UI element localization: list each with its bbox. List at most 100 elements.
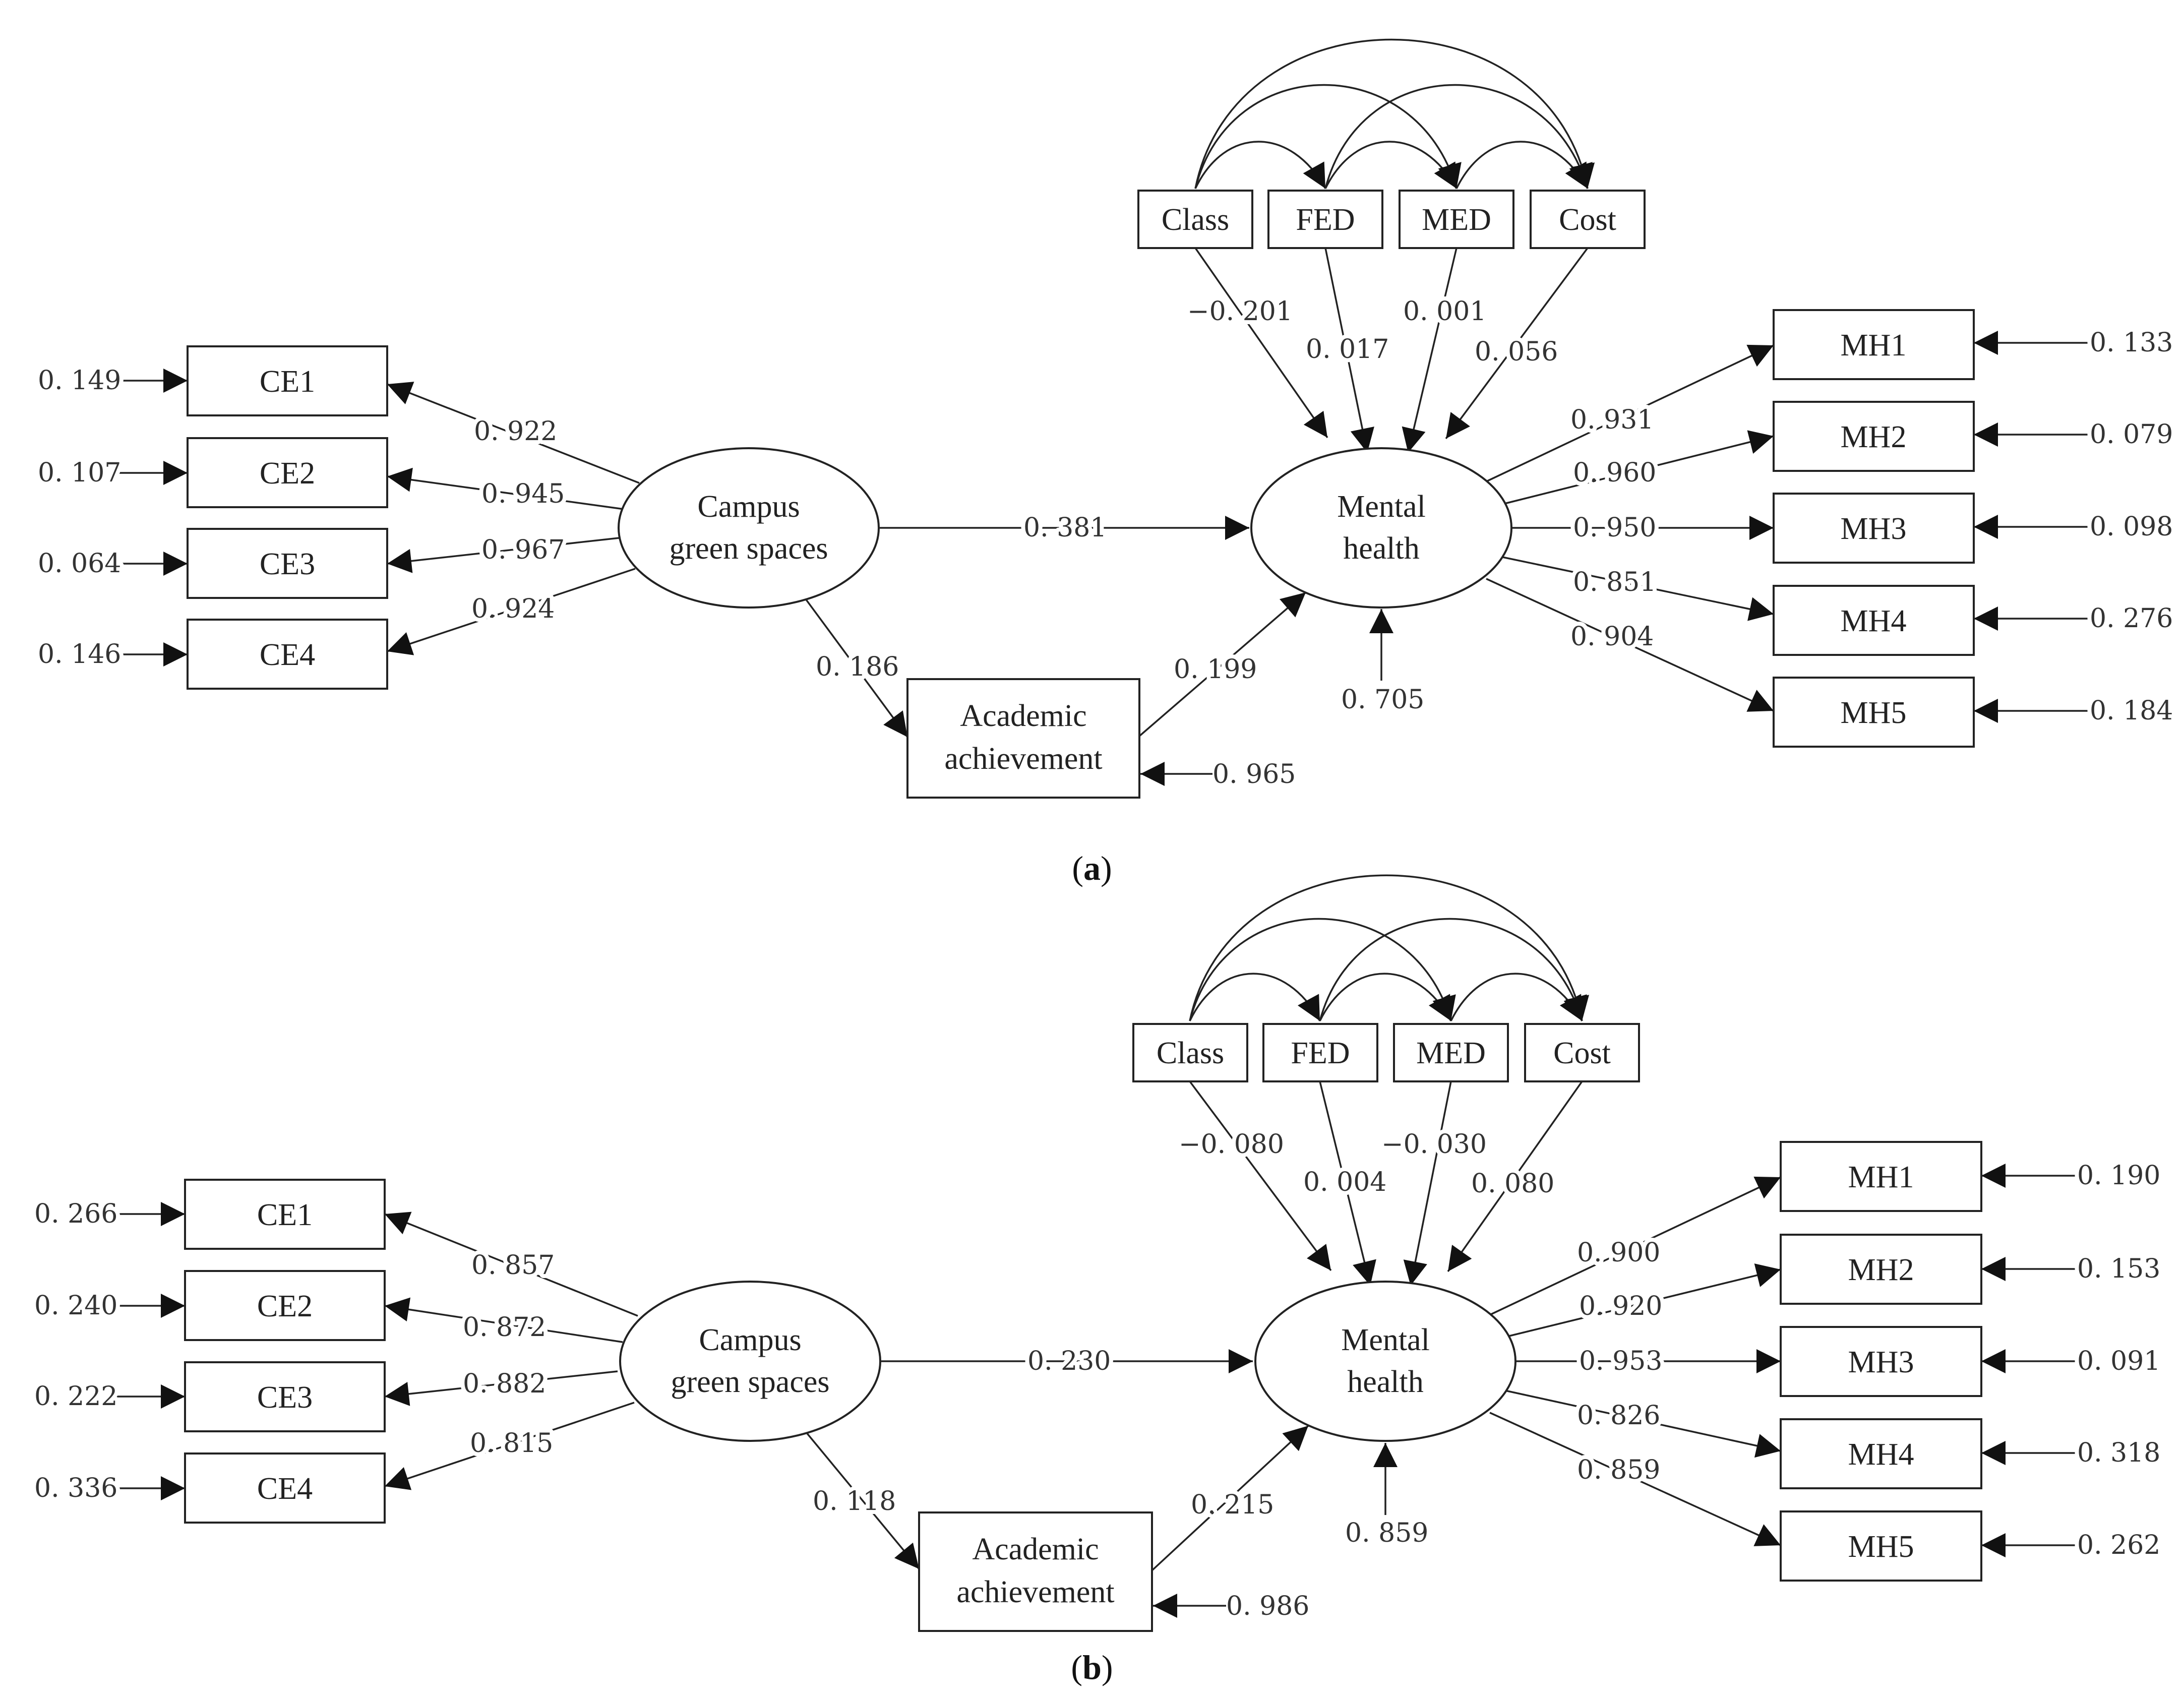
path-class-mental [1189, 1080, 1332, 1271]
path-class-mental [1194, 247, 1328, 439]
path-med-mental [1402, 248, 1458, 453]
path-cost-mental [1445, 247, 1589, 440]
mh5-label: MH5 [1848, 1530, 1914, 1564]
err-value-mental: 0. 705 [1341, 685, 1424, 715]
load-arrow-ce1 [384, 1212, 638, 1317]
err-value-ce2: 0. 107 [38, 458, 121, 488]
err-value-mh3: 0. 091 [2077, 1346, 2160, 1376]
med-label: MED [1422, 203, 1491, 237]
mh2-box [1773, 401, 1975, 472]
cov-fed-cost [1324, 84, 1593, 189]
path-value-class-mental: −0. 080 [1179, 1129, 1284, 1160]
class-box [1137, 190, 1253, 249]
load-arrow-mh2 [1502, 430, 1774, 505]
academic-achievement-box [906, 678, 1140, 799]
path-value-academic-mental: 0. 199 [1174, 654, 1257, 685]
load-arrow-mh1 [1486, 344, 1774, 482]
med-label: MED [1416, 1036, 1486, 1070]
err-value-ce1: 0. 149 [38, 366, 121, 396]
mh5-box [1773, 677, 1975, 748]
class-box [1132, 1023, 1248, 1082]
load-arrow-mh4 [1504, 1389, 1781, 1458]
ce4-label: CE4 [260, 638, 315, 672]
mental-health-ellipse [1250, 447, 1512, 609]
ce3-box [184, 1361, 386, 1432]
load-arrow-ce2 [384, 1297, 623, 1343]
load-value-mh3: 0. 950 [1573, 513, 1656, 543]
err-value-ce4: 0. 146 [38, 639, 121, 670]
load-value-mh4: 0. 826 [1577, 1401, 1660, 1431]
class-label: Class [1162, 203, 1229, 237]
load-value-mh1: 0. 900 [1577, 1238, 1660, 1268]
campus-green-spaces-ellipse [618, 447, 880, 609]
path-campus-academic [802, 594, 908, 738]
cost-label: Cost [1559, 203, 1616, 237]
load-value-ce3: 0. 967 [481, 535, 565, 565]
ce4-box [184, 1452, 386, 1524]
load-arrow-mh4 [1502, 556, 1774, 621]
ce3-label: CE3 [257, 1380, 313, 1415]
mh1-box [1780, 1141, 1982, 1212]
ce4-box [187, 619, 388, 690]
err-value-ce4: 0. 336 [34, 1473, 117, 1503]
mh1-box [1773, 309, 1975, 380]
cov-med-cost [1450, 973, 1583, 1021]
path-med-mental [1403, 1081, 1452, 1286]
cov-class-cost [1194, 38, 1595, 189]
panel-b: CE1 CE2 CE3 CE4 Campus green spaces Ment… [30, 874, 2164, 1686]
load-arrow-mh1 [1489, 1176, 1781, 1316]
path-value-med-mental: 0. 001 [1403, 296, 1486, 327]
ce1-label: CE1 [260, 365, 315, 399]
path-value-campus-academic: 0. 118 [813, 1486, 896, 1517]
err-value-mh2: 0. 079 [2090, 419, 2173, 450]
mh5-label: MH5 [1841, 696, 1907, 730]
err-value-mh4: 0. 276 [2090, 603, 2173, 634]
ce2-label: CE2 [260, 456, 315, 491]
mh3-label: MH3 [1848, 1345, 1914, 1379]
path-value-cost-mental: 0. 056 [1475, 337, 1558, 367]
panel-a-label: (a) [1072, 849, 1112, 887]
cost-box [1530, 190, 1646, 249]
err-value-academic: 0. 986 [1226, 1591, 1309, 1621]
path-value-campus-mental: 0. 230 [1027, 1346, 1111, 1376]
err-value-mh1: 0. 133 [2090, 328, 2173, 358]
cov-class-med [1194, 84, 1462, 189]
load-arrow-ce4 [384, 1402, 635, 1490]
fed-label: FED [1291, 1036, 1350, 1070]
mh4-label: MH4 [1841, 604, 1907, 638]
cov-fed-med [1324, 141, 1458, 189]
med-box [1393, 1023, 1509, 1082]
load-arrow-ce2 [387, 467, 625, 510]
academic-label-line2: achievement [956, 1575, 1114, 1609]
path-value-fed-mental: 0. 004 [1303, 1167, 1386, 1197]
campus-green-spaces-ellipse [619, 1281, 881, 1442]
path-value-class-mental: −0. 201 [1187, 296, 1293, 327]
err-value-ce1: 0. 266 [34, 1199, 117, 1229]
fed-box [1262, 1023, 1378, 1082]
path-cost-mental [1447, 1080, 1583, 1273]
load-value-ce1: 0. 922 [474, 416, 557, 447]
err-value-ce3: 0. 222 [34, 1381, 117, 1412]
load-value-mh1: 0. 931 [1570, 405, 1654, 435]
cov-class-med [1189, 918, 1456, 1021]
cov-fed-cost [1319, 918, 1587, 1021]
mh2-label: MH2 [1841, 420, 1907, 454]
err-value-academic: 0. 965 [1212, 759, 1296, 790]
campus-label-line2: green spaces [670, 531, 828, 566]
mental-label-line1: Mental [1337, 490, 1426, 524]
cov-class-fed [1194, 141, 1326, 189]
panel-a: CE1 CE2 CE3 CE4 Campus green spaces Ment… [34, 38, 2177, 887]
load-arrow-mh5 [1489, 1412, 1781, 1546]
path-fed-mental [1319, 1081, 1376, 1286]
ce3-label: CE3 [260, 547, 315, 581]
panel-b-label: (b) [1071, 1648, 1113, 1686]
load-arrow-ce3 [384, 1370, 618, 1406]
campus-label-line2: green spaces [671, 1365, 830, 1399]
cost-label: Cost [1553, 1036, 1611, 1070]
load-value-ce2: 0. 945 [481, 479, 565, 509]
load-value-mh5: 0. 904 [1570, 622, 1654, 652]
cov-med-cost [1455, 141, 1589, 189]
cov-class-fed [1189, 973, 1321, 1021]
load-arrow-mh2 [1504, 1263, 1781, 1338]
